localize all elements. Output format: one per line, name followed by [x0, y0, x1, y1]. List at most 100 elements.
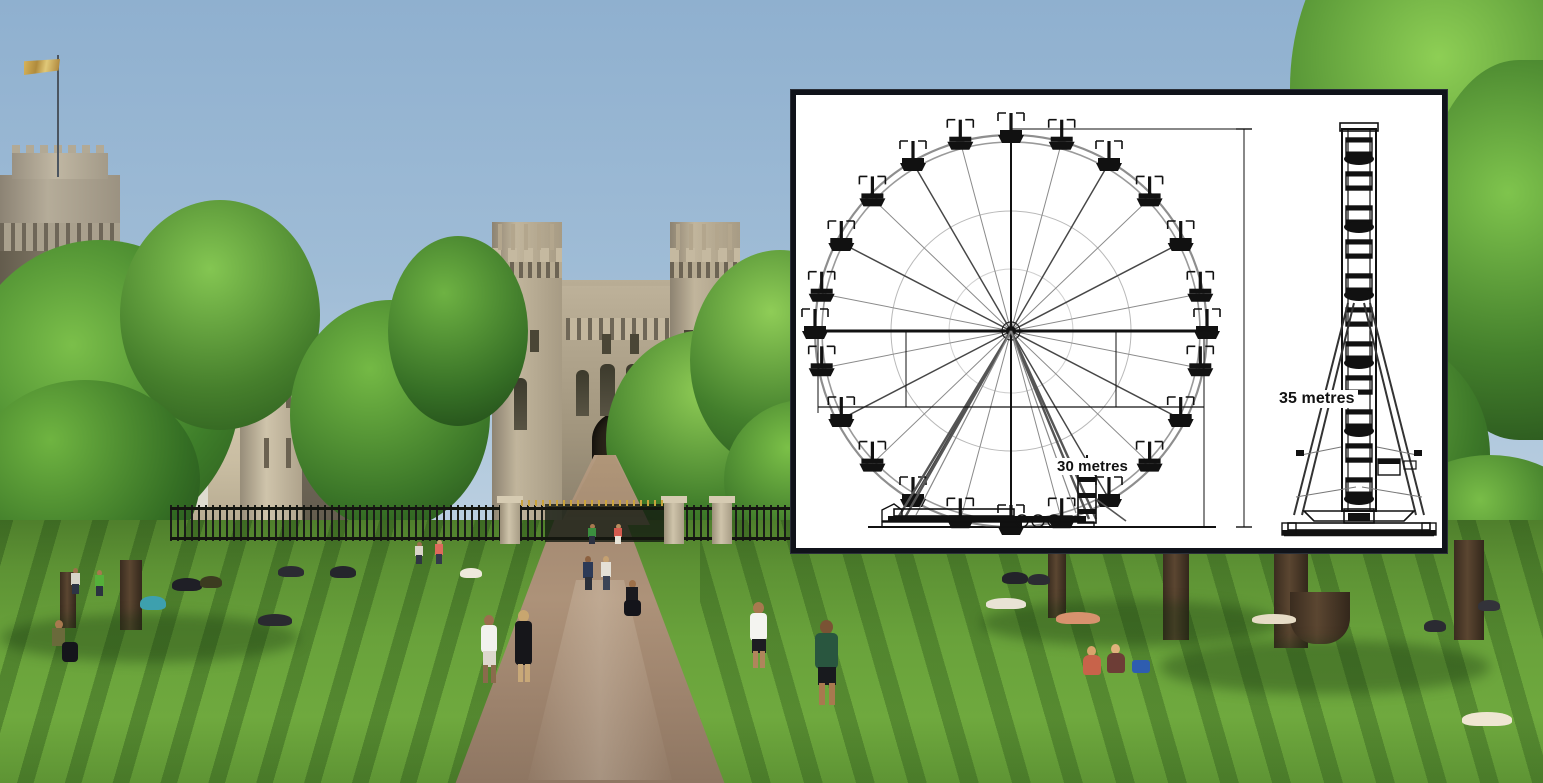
railing-bottom-rail — [170, 537, 500, 540]
tree-canopy — [388, 236, 528, 426]
person-head — [417, 542, 422, 547]
person-torso — [71, 573, 80, 585]
gate-pillar — [664, 500, 684, 544]
person-legs — [525, 664, 530, 682]
picnic-bag — [1132, 660, 1150, 673]
person-torso — [481, 625, 497, 653]
window — [602, 334, 611, 354]
gate-pillar — [712, 500, 732, 544]
person-legs — [760, 651, 765, 668]
person-legs — [483, 651, 496, 667]
window — [576, 370, 589, 416]
person-walking — [600, 556, 612, 590]
person-torso — [614, 528, 622, 537]
person-torso — [415, 546, 423, 556]
person-head — [820, 620, 833, 634]
person-sitting — [140, 596, 166, 610]
person-legs — [819, 683, 825, 705]
person-head — [97, 570, 102, 576]
person-lying — [1252, 614, 1296, 624]
person-with-pram — [624, 580, 644, 620]
person-legs — [603, 576, 610, 590]
royal-standard-flag-icon — [24, 59, 60, 75]
person-torso — [815, 633, 838, 669]
tree-trunk — [1290, 592, 1350, 644]
person-sitting — [1002, 572, 1028, 584]
person-torso — [588, 528, 596, 537]
person-legs — [491, 665, 496, 683]
person-standing — [614, 524, 623, 544]
person-jogging — [748, 602, 770, 670]
person-head — [73, 568, 78, 574]
tree-trunk — [1048, 548, 1066, 618]
gate-blind-arcade — [566, 318, 674, 340]
person-walking — [582, 556, 594, 590]
iron-railing-left — [170, 505, 500, 541]
dimension-label-diameter: 30 metres — [1054, 458, 1131, 475]
round-tower-crenellation — [12, 145, 108, 155]
gate-tower-left-crenellation — [492, 248, 562, 262]
gate-gilt-finials — [521, 500, 663, 506]
person-sitting — [278, 566, 304, 577]
person-standing — [94, 570, 105, 596]
person-lying — [986, 598, 1026, 609]
person-head — [437, 540, 442, 545]
person-head — [753, 602, 764, 614]
tree-shadow — [980, 600, 1280, 646]
flagpole — [57, 55, 59, 177]
drawing-canvas: 35 metres 30 metres 20 metres — [796, 95, 1442, 548]
person-with-stroller — [50, 620, 78, 668]
person-legs — [752, 639, 766, 653]
gate-pillar-cap — [709, 496, 735, 503]
person-sitting — [1028, 574, 1050, 585]
dimension-label-height: 35 metres — [1276, 390, 1358, 408]
person-legs — [416, 555, 422, 564]
person-torso — [626, 587, 638, 601]
person-legs — [615, 536, 621, 544]
person-sitting — [1478, 600, 1500, 611]
person-sitting — [258, 614, 292, 626]
person-lying — [1056, 612, 1100, 624]
person-legs — [483, 665, 488, 683]
person-sitting — [1082, 646, 1104, 676]
round-tower-cap — [12, 153, 108, 179]
person-sitting — [330, 566, 356, 578]
person-head — [585, 556, 591, 563]
long-walk-path — [0, 455, 1543, 783]
person-torso — [601, 562, 611, 577]
tree-trunk — [1454, 540, 1484, 640]
gate-tower-left-chimneys — [492, 224, 562, 250]
railing-top-rail — [170, 507, 500, 510]
person-head — [518, 610, 529, 622]
lawn-mow-stripes-right — [700, 520, 1543, 783]
person-legs — [585, 577, 592, 590]
person-standing — [414, 542, 424, 564]
gate-tower-right-chimneys — [670, 224, 740, 250]
gate-pillar-cap — [661, 496, 687, 503]
person-torso — [95, 575, 104, 587]
person-torso — [583, 562, 593, 578]
person-lying — [1462, 712, 1512, 726]
person-legs — [96, 586, 103, 596]
arrow-slit-window — [264, 438, 269, 468]
person-head — [1111, 644, 1120, 654]
pram — [624, 600, 641, 616]
person-standing — [434, 540, 444, 564]
person-walking — [513, 610, 535, 682]
railing-top-rail — [520, 507, 801, 510]
tree-canopy — [120, 200, 320, 430]
person-head — [55, 620, 63, 629]
railing-bottom-rail — [520, 537, 801, 540]
window — [514, 378, 527, 430]
window — [530, 330, 539, 352]
tree-trunk — [1163, 545, 1189, 640]
window — [630, 334, 639, 354]
iron-railing-gate-left — [520, 505, 548, 541]
person-sitting — [172, 578, 202, 591]
person-torso — [435, 544, 443, 555]
person-head — [484, 615, 494, 626]
main-gate — [545, 504, 665, 542]
person-legs — [829, 683, 835, 705]
person-torso — [750, 613, 767, 641]
person-legs — [753, 651, 758, 668]
